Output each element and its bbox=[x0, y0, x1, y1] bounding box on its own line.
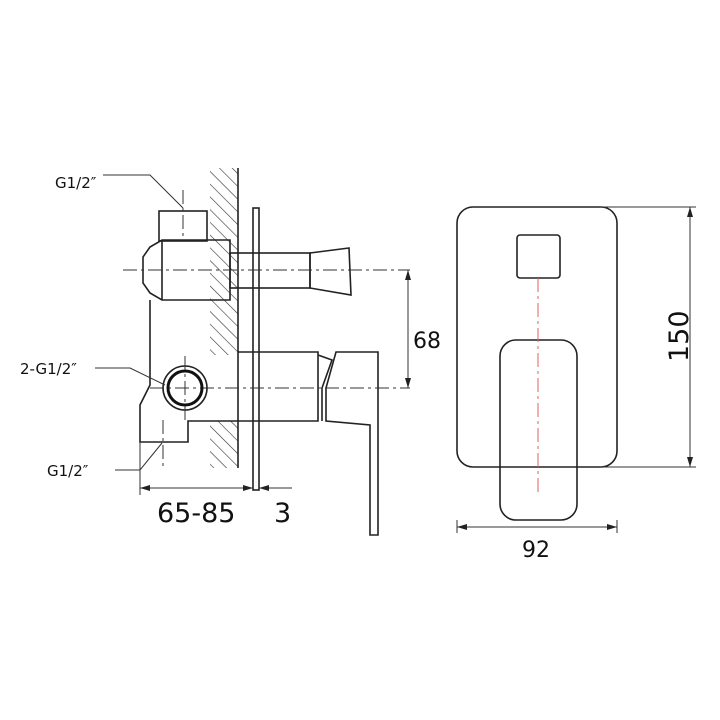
leader-top bbox=[103, 174, 184, 209]
dim-plate-width: 92 bbox=[522, 538, 550, 563]
dim-axis-spacing: 68 bbox=[413, 329, 441, 354]
label-inlet-bottom: G1/2″ bbox=[47, 462, 89, 480]
outlet-port bbox=[166, 369, 204, 407]
cover-plate-side bbox=[252, 207, 260, 491]
diverter-knob bbox=[309, 247, 352, 296]
side-view: G1/2″ 2-G1/2″ G1/2″ 65-85 3 68 bbox=[20, 168, 441, 536]
front-view: 150 92 bbox=[456, 206, 696, 563]
label-inlet-top: G1/2″ bbox=[55, 174, 97, 192]
mixer-lever-side bbox=[325, 351, 379, 536]
dim-depth: 65-85 bbox=[157, 498, 235, 529]
dim-plate-thickness: 3 bbox=[274, 498, 291, 529]
cover-plate-front bbox=[456, 206, 618, 468]
leader-bottom bbox=[115, 442, 163, 471]
wall-hatch-upper bbox=[210, 168, 238, 355]
label-outlet-mid: 2-G1/2″ bbox=[20, 360, 77, 378]
mixer-cartridge bbox=[238, 351, 319, 422]
leader-mid bbox=[95, 367, 166, 386]
dim-plate-height: 150 bbox=[664, 310, 695, 362]
diverter-knob-front bbox=[516, 234, 561, 279]
wall-hatch-lower bbox=[210, 421, 238, 468]
